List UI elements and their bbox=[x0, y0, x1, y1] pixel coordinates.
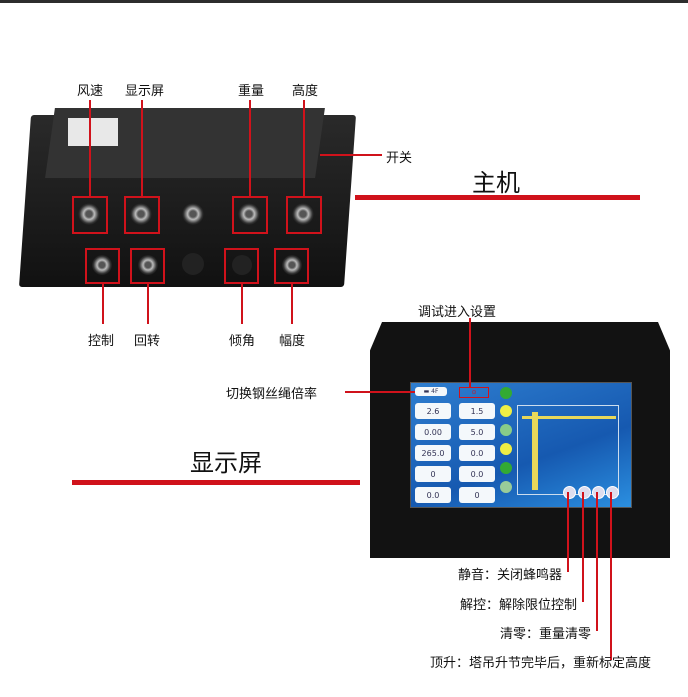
label-tilt: 倾角 bbox=[229, 334, 256, 349]
status-indicator bbox=[500, 443, 512, 455]
highlight-box bbox=[232, 196, 268, 234]
screen-value: 5.0 bbox=[459, 424, 495, 440]
connector bbox=[138, 255, 158, 275]
status-indicator bbox=[500, 462, 512, 474]
connector bbox=[238, 203, 260, 225]
label-height: 高度 bbox=[292, 84, 319, 99]
connector bbox=[292, 203, 314, 225]
highlight-box bbox=[124, 196, 160, 234]
label-ratio: 切换钢丝绳倍率 bbox=[226, 387, 318, 402]
connector bbox=[92, 255, 112, 275]
display-title-underline bbox=[72, 480, 360, 485]
label-setup: 调试进入设置 bbox=[418, 305, 497, 320]
unlock-button[interactable] bbox=[578, 486, 591, 499]
label-display: 显示屏 bbox=[125, 84, 165, 99]
zero-button[interactable] bbox=[592, 486, 605, 499]
highlight-box bbox=[286, 196, 322, 234]
setup-button[interactable]: ⊙ bbox=[459, 387, 489, 398]
connector bbox=[282, 255, 302, 275]
callout-unlock: 解控：解除限位控制 bbox=[459, 598, 577, 613]
highlight-box bbox=[72, 196, 108, 234]
callout-mute: 静音：关闭蜂鸣器 bbox=[457, 568, 562, 583]
host-title: 主机 bbox=[472, 169, 520, 197]
highlight-box bbox=[224, 248, 259, 284]
mute-button[interactable] bbox=[563, 486, 576, 499]
connector bbox=[182, 203, 204, 225]
screen-value: 0 bbox=[415, 466, 451, 482]
connector bbox=[130, 203, 152, 225]
connector bbox=[78, 203, 100, 225]
label-slewing: 回转 bbox=[134, 334, 161, 349]
screen-value: 0.0 bbox=[415, 487, 451, 503]
screen-value: 0.0 bbox=[459, 466, 495, 482]
label-switch: 开关 bbox=[386, 151, 413, 166]
status-indicator bbox=[500, 387, 512, 399]
label-weight: 重量 bbox=[238, 84, 265, 99]
label-amplitude: 幅度 bbox=[279, 334, 306, 349]
connector bbox=[182, 253, 204, 275]
ratio-field[interactable]: ▬ 4F bbox=[415, 387, 447, 396]
callout-jacking: 顶升：塔吊升节完毕后，重新标定高度 bbox=[429, 656, 651, 671]
jacking-button[interactable] bbox=[606, 486, 619, 499]
screen-value: 265.0 bbox=[415, 445, 451, 461]
screen-value: 0.0 bbox=[459, 445, 495, 461]
screen-value: 0.00 bbox=[415, 424, 451, 440]
screen-value: 1.5 bbox=[459, 403, 495, 419]
callout-zero: 清零：重量清零 bbox=[499, 627, 591, 642]
crane-jib bbox=[522, 416, 616, 419]
label-wind-speed: 风速 bbox=[77, 84, 104, 99]
qr-label bbox=[68, 118, 118, 146]
display-title: 显示屏 bbox=[190, 449, 262, 477]
top-bar bbox=[0, 0, 688, 3]
highlight-box bbox=[85, 248, 120, 284]
status-indicator bbox=[500, 481, 512, 493]
crane-mast bbox=[532, 412, 538, 490]
connector bbox=[232, 255, 252, 275]
screen-value: 0 bbox=[459, 487, 495, 503]
label-control: 控制 bbox=[88, 334, 115, 349]
highlight-box bbox=[274, 248, 309, 284]
status-indicator bbox=[500, 424, 512, 436]
screen: ▬ 4F ⊙ 2.6 1.5 0.00 5.0 265.0 0.0 0 0.0 … bbox=[410, 382, 632, 508]
highlight-box bbox=[130, 248, 165, 284]
screen-value: 2.6 bbox=[415, 403, 451, 419]
crane-view bbox=[517, 405, 619, 495]
host-title-underline bbox=[355, 195, 640, 200]
status-indicator bbox=[500, 405, 512, 417]
